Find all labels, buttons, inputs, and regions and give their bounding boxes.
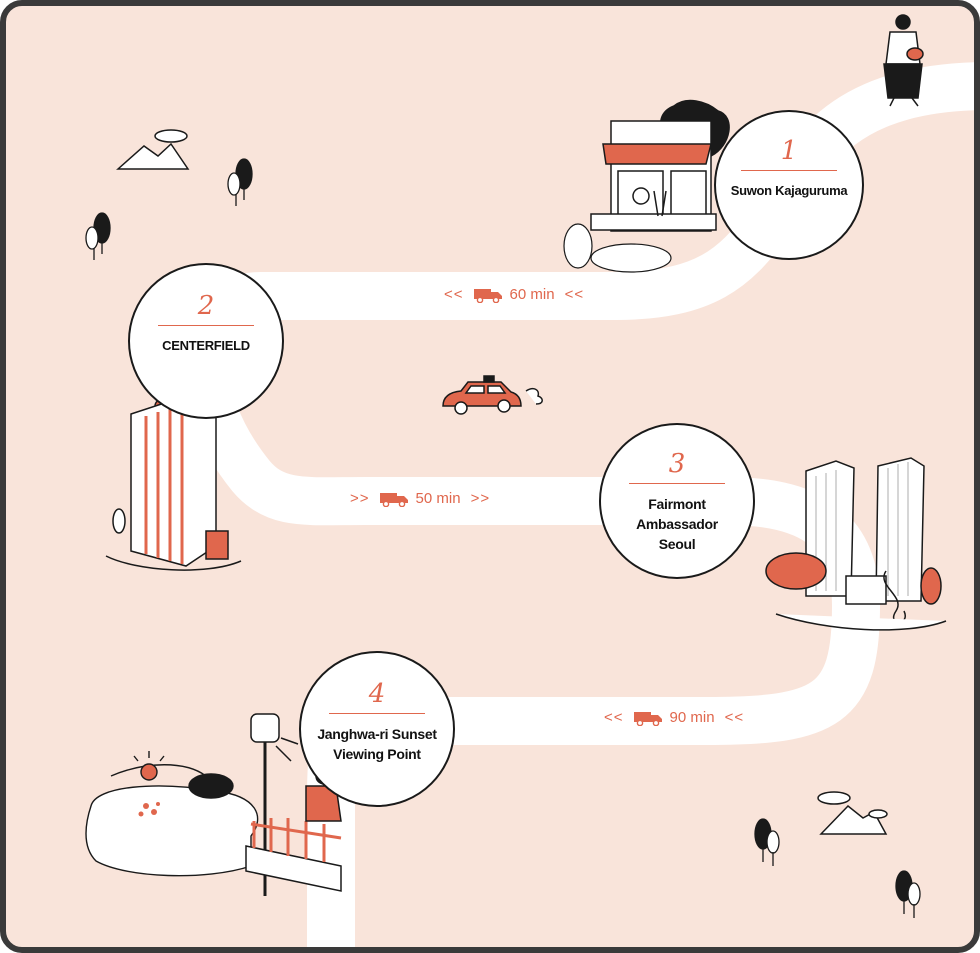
- stop-3-name: Fairmont Ambassador Seoul: [636, 496, 718, 552]
- leg-3-duration: 90 min: [669, 709, 715, 726]
- towers-icon: [765, 457, 947, 631]
- stop-1-name: Suwon Kajaguruma: [730, 183, 848, 198]
- stop-1-number: 1: [780, 136, 798, 166]
- leg-1-arrows-left: <<: [444, 286, 464, 303]
- truck-icon: [473, 288, 502, 303]
- leg-2-duration: 50 min: [415, 490, 461, 507]
- stop-2-divider: [158, 325, 254, 326]
- leg-2-arrows-left: >>: [350, 490, 370, 507]
- sunset-icon: [85, 751, 259, 877]
- stop-4: 4 Janghwa-ri Sunset Viewing Point: [299, 651, 455, 807]
- leg-3-label: << 90 min <<: [594, 709, 754, 726]
- tree-icon: [754, 818, 780, 866]
- leg-2-arrows-right: >>: [470, 490, 491, 507]
- tree-icon: [895, 870, 921, 918]
- cloud-mountain-icon: [116, 129, 190, 170]
- plate-icon: [563, 223, 672, 273]
- truck-icon: [633, 711, 662, 726]
- stop-4-name: Janghwa-ri Sunset Viewing Point: [317, 726, 437, 762]
- stop-2-number: 2: [197, 291, 215, 321]
- stop-3-divider: [629, 483, 725, 484]
- stop-1-divider: [741, 170, 837, 171]
- leg-1-label: << 60 min <<: [434, 286, 594, 303]
- leg-3-arrows-right: <<: [724, 709, 745, 726]
- stop-2-name: CENTERFIELD: [162, 338, 250, 353]
- leg-3-arrows-left: <<: [604, 709, 624, 726]
- stop-3-number: 3: [668, 449, 686, 479]
- route-map: [85, 14, 974, 947]
- stop-1: 1 Suwon Kajaguruma: [714, 110, 864, 260]
- tree-icon: [85, 212, 111, 260]
- stop-2: 2 CENTERFIELD: [128, 263, 284, 419]
- leg-1-arrows-right: <<: [564, 286, 585, 303]
- shop-icon: [590, 99, 730, 232]
- stop-4-number: 4: [368, 679, 386, 709]
- leg-1-duration: 60 min: [509, 286, 555, 303]
- leg-2-label: >> 50 min >>: [340, 490, 500, 507]
- stop-4-divider: [329, 713, 425, 714]
- taxi-icon: [442, 375, 543, 415]
- tree-icon: [227, 158, 253, 206]
- cloud-mountain-icon: [817, 791, 888, 835]
- woman-walking-icon: [883, 14, 924, 107]
- stop-3: 3 Fairmont Ambassador Seoul: [599, 423, 755, 579]
- truck-icon: [379, 492, 408, 507]
